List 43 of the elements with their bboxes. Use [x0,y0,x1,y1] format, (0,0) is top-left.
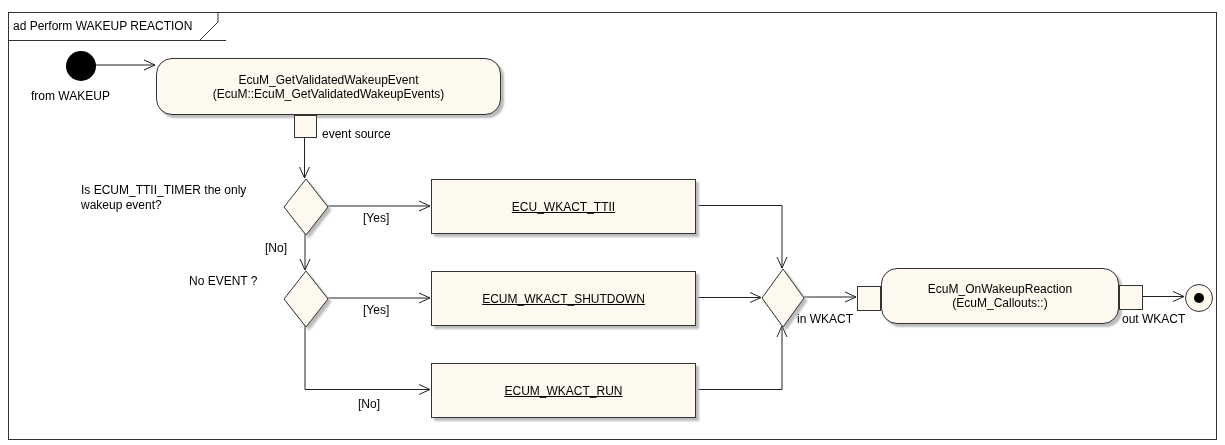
call-action-box [431,271,696,326]
node-caption: No EVENT ? [189,274,259,289]
arrow [299,233,311,271]
initial-node [66,51,96,81]
edge-label: [No] [357,397,381,411]
arrow [326,292,431,304]
arrow [304,325,431,395]
call-action-box [431,179,696,234]
action-label: (EcuM_Callouts::) [952,296,1048,310]
arrow [94,59,156,71]
node-caption: event source [322,127,392,142]
node-caption: out WKACT [1122,312,1187,327]
action-box [881,268,1119,324]
edge-label: [Yes] [362,211,391,225]
action-label: EcuM_OnWakeupReaction [927,282,1073,296]
action-label: ECU_WKACT_TTII [511,199,616,214]
decision-diamond [762,269,804,327]
decision-diamond [284,179,328,235]
arrow [1141,291,1185,302]
final-node [1185,284,1213,312]
arrow [802,291,857,303]
decision-diamond [284,271,328,327]
node-caption: Is ECUM_TTII_TIMER the only wakeup event? [81,183,248,213]
call-action-box [431,363,696,418]
node-caption: from WAKEUP [31,89,111,104]
edge-label: [Yes] [362,303,391,317]
arrow [694,205,788,269]
node-caption: in WKACT [797,312,854,327]
action-label: ECUM_WKACT_SHUTDOWN [482,291,645,306]
arrow [694,292,762,303]
edge-label: [No] [264,241,288,255]
arrow [299,136,310,179]
frame-title: ad Perform WAKEUP REACTION [9,13,227,41]
arrow [694,325,788,390]
action-box [156,58,501,115]
pin-box [294,115,317,138]
pin-box [857,286,881,311]
pin-box [1119,285,1143,310]
arrow [326,200,431,212]
action-label: ECUM_WKACT_RUN [504,383,623,398]
action-label: EcuM_GetValidatedWakeupEvent [238,72,419,87]
action-label: (EcuM::EcuM_GetValidatedWakeupEvents) [212,86,445,101]
diagram-frame [8,12,1217,440]
